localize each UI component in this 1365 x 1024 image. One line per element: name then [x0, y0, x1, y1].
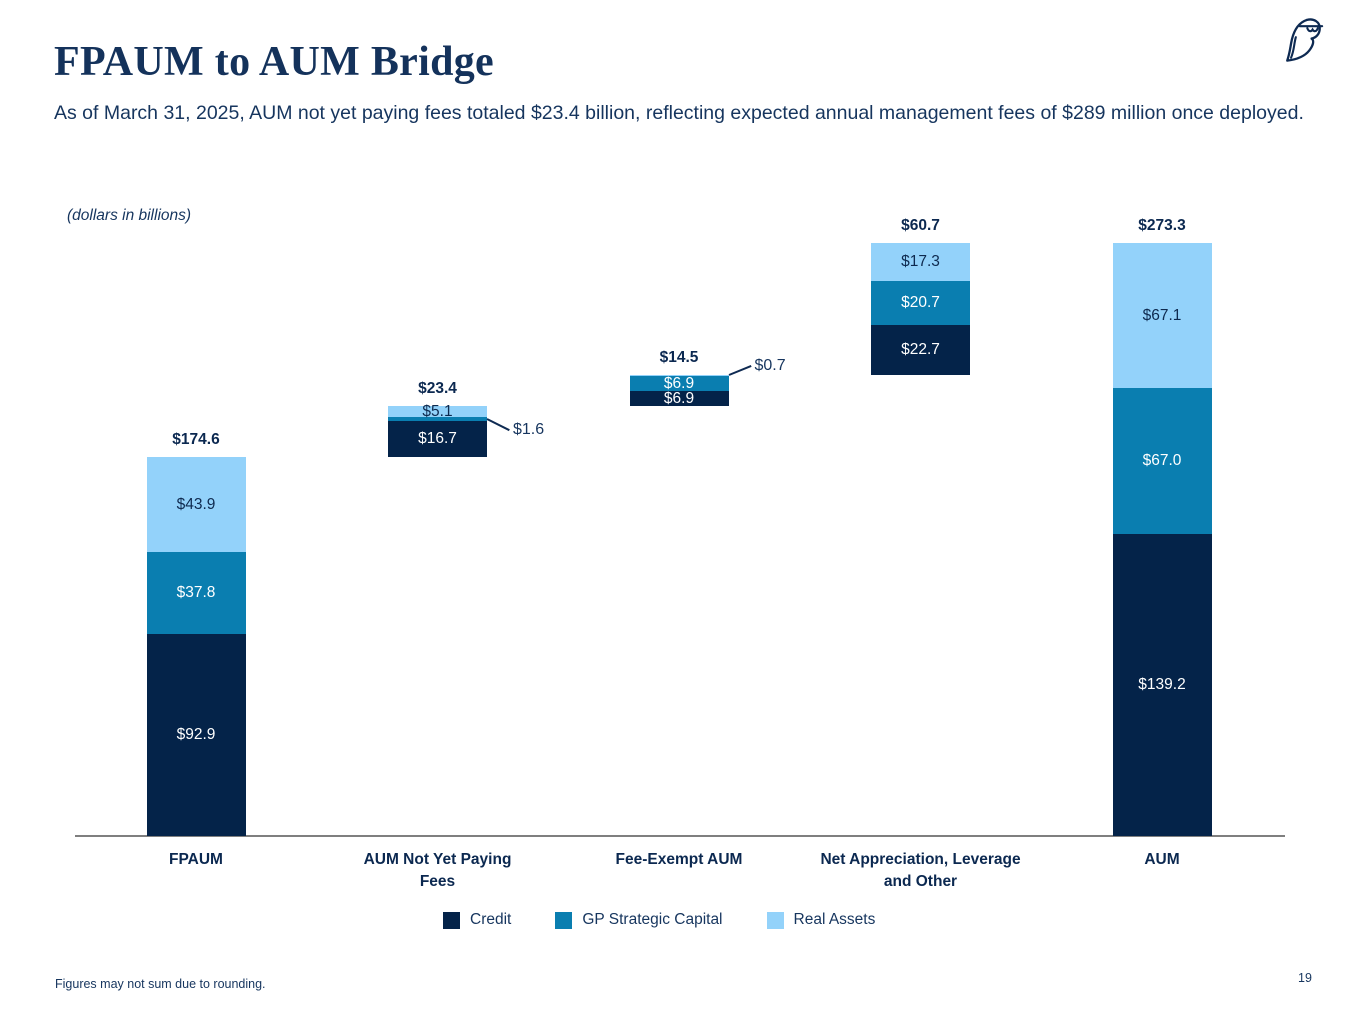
bar-segment: $5.1: [388, 403, 487, 420]
bar-segment: $17.3: [871, 242, 970, 281]
bar-segment: $22.7: [871, 325, 970, 375]
chart-units-note: (dollars in billions): [67, 207, 192, 224]
bar-segment: $139.2: [1112, 533, 1212, 836]
legend-item: Real Assets: [766, 911, 876, 929]
owl-logo-icon: [1286, 18, 1324, 62]
bar-segment: [629, 374, 729, 377]
bar-segment: [388, 417, 487, 421]
callout-label: $1.6: [513, 421, 545, 439]
legend-swatch-icon: [443, 911, 460, 929]
legend-item: Credit: [443, 911, 511, 929]
bar-segment: $43.9: [146, 457, 246, 553]
bar-segment: $37.8: [146, 552, 246, 635]
legend-label: GP Strategic Capital: [582, 911, 723, 928]
callout-label: $0.7: [754, 357, 786, 375]
chart-legend: Credit GP Strategic Capital Real Assets: [443, 911, 875, 929]
bar-segment: $92.9: [146, 634, 246, 836]
page-subtitle: As of March 31, 2025, AUM not yet paying…: [54, 102, 1304, 124]
category-label: Net Appreciation, Leverage and Other: [820, 851, 1021, 890]
x-axis-line: [75, 835, 1285, 837]
page-title: FPAUM to AUM Bridge: [54, 39, 494, 85]
bar-total-label: $23.4: [418, 380, 457, 398]
category-label: AUM: [1144, 851, 1180, 868]
bar-segment: $67.0: [1112, 388, 1212, 534]
legend-label: Credit: [470, 911, 512, 928]
bar-total-label: $14.5: [659, 348, 699, 366]
page-number: 19: [1298, 971, 1312, 985]
bar-segment: $6.9: [629, 375, 729, 392]
legend-item: GP Strategic Capital: [555, 911, 723, 929]
legend-label: Real Assets: [793, 911, 876, 928]
bar-segment: $16.7: [388, 420, 487, 457]
bar-total-label: $273.3: [1138, 216, 1186, 234]
bar-segment: $20.7: [871, 280, 970, 326]
legend-swatch-icon: [555, 911, 573, 929]
bar-total-label: $174.6: [172, 431, 220, 448]
category-label: Fee-Exempt AUM: [615, 851, 743, 868]
legend-swatch-icon: [766, 911, 784, 929]
bar-total-label: $60.7: [901, 216, 940, 234]
callout-line: [486, 418, 510, 431]
category-label: AUM Not Yet Paying Fees: [363, 851, 512, 890]
footnote: Figures may not sum due to rounding.: [55, 977, 266, 991]
bar-segment: $6.9: [629, 390, 729, 407]
bridge-chart: $92.9$37.8$43.9 $174.6 $16.7 $1.6 $5.1 $23.4 $…: [75, 200, 1285, 890]
category-label: FPAUM: [169, 851, 223, 868]
bar-segment: $67.1: [1112, 242, 1212, 389]
